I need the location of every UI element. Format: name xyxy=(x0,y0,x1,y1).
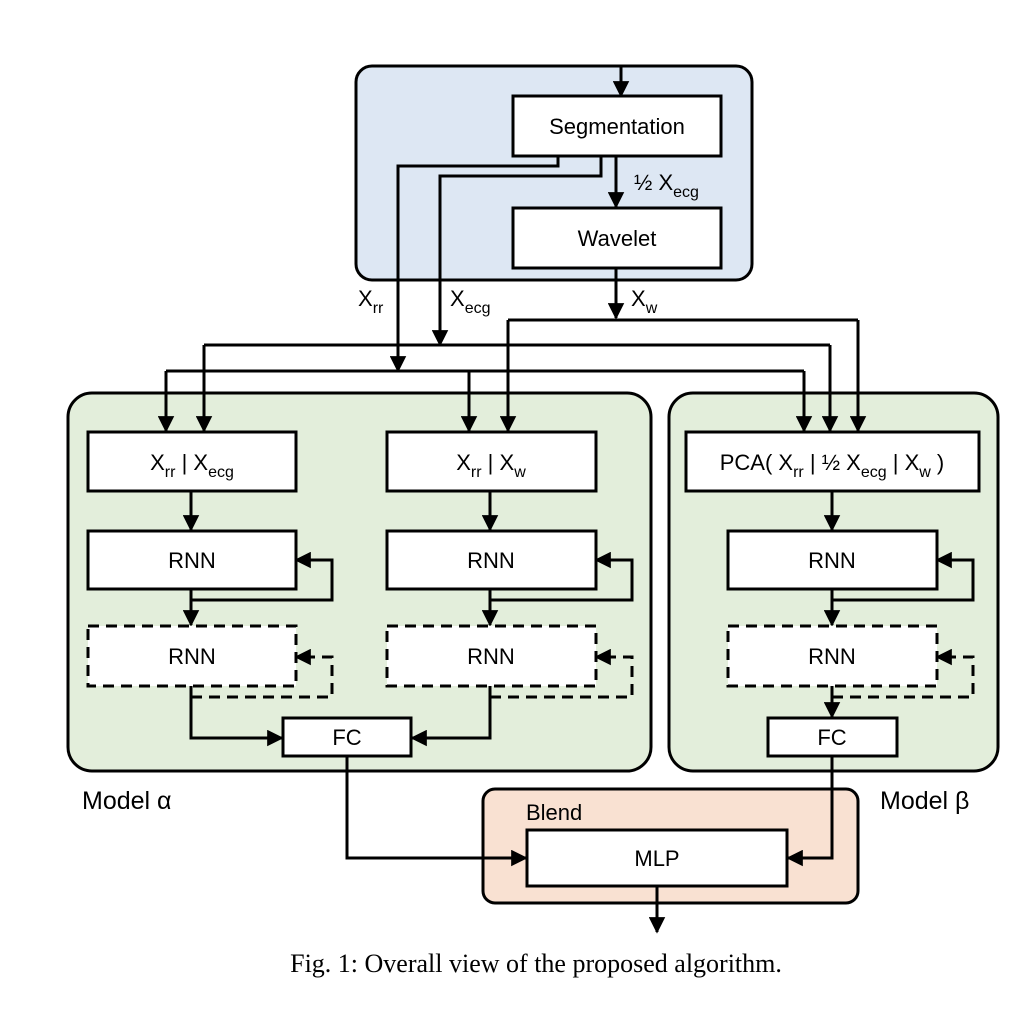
alpha2-rnn-dashed-box xyxy=(385,624,598,688)
wavelet-label: Wavelet xyxy=(578,226,657,251)
alpha-fc-to-mlp-arrow xyxy=(345,756,528,867)
beta-input-pca-label: PCA( Xrr | ½ Xecg | Xw ) xyxy=(720,450,945,481)
xecg-wire xyxy=(431,156,603,347)
segmentation-box xyxy=(511,94,723,158)
alpha1-rnn2-loop xyxy=(191,648,334,699)
alpha2-rnn-loop xyxy=(490,551,634,602)
alpha1-rnn-dashed-label: RNN xyxy=(168,644,216,669)
alpha-input-xrr-xecg-box xyxy=(86,430,298,493)
half-xecg-edge-label: ½ Xecg xyxy=(634,170,699,201)
xecg-edge-label: Xecg xyxy=(450,286,490,317)
beta-fc-box xyxy=(766,716,899,758)
model-beta-label: Model β xyxy=(880,787,969,815)
mlp-box xyxy=(525,828,789,888)
alpha-input-xrr-xw-label: Xrr | Xw xyxy=(456,450,526,481)
alpha1-rnn-label: RNN xyxy=(168,548,216,573)
beta-rnn-label: RNN xyxy=(808,548,856,573)
mlp-label: MLP xyxy=(634,846,679,871)
xw-edge-label: Xw xyxy=(631,286,658,317)
beta-rnn-dashed-label: RNN xyxy=(808,644,856,669)
xrr-edge-label: Xrr xyxy=(358,286,384,317)
alpha1-rnn-box xyxy=(86,529,298,591)
alpha-input-xrr-xecg-label: Xrr | Xecg xyxy=(150,450,234,481)
alpha2-to-fc-arrow xyxy=(410,686,492,747)
blend-label: Blend xyxy=(526,800,582,825)
alpha2-rnn-box xyxy=(385,529,598,591)
beta-input-pca-box xyxy=(684,430,981,493)
beta-rnn2-loop xyxy=(832,648,975,699)
beta-rnn-dashed-box xyxy=(726,624,939,688)
alpha2-rnn-dashed-label: RNN xyxy=(467,644,515,669)
beta-rnn-loop xyxy=(832,551,975,602)
figure-caption: Fig. 1: Overall view of the proposed alg… xyxy=(290,949,782,978)
alpha-fc-box xyxy=(281,716,413,758)
alpha1-rnn-loop xyxy=(191,551,334,602)
alpha2-rnn-label: RNN xyxy=(467,548,515,573)
segmentation-label: Segmentation xyxy=(549,114,685,139)
alpha-input-xrr-xw-box xyxy=(385,430,598,493)
alpha1-to-fc-arrow xyxy=(189,686,284,747)
beta-fc-label: FC xyxy=(817,725,846,750)
alpha1-rnn-dashed-box xyxy=(86,624,298,688)
alpha2-rnn2-loop xyxy=(490,648,634,699)
wavelet-box xyxy=(511,206,723,270)
beta-rnn-box xyxy=(726,529,939,591)
alpha-fc-label: FC xyxy=(332,725,361,750)
model-alpha-label: Model α xyxy=(82,787,172,815)
xrr-wire xyxy=(389,156,560,373)
beta-fc-to-mlp-arrow xyxy=(786,756,834,867)
